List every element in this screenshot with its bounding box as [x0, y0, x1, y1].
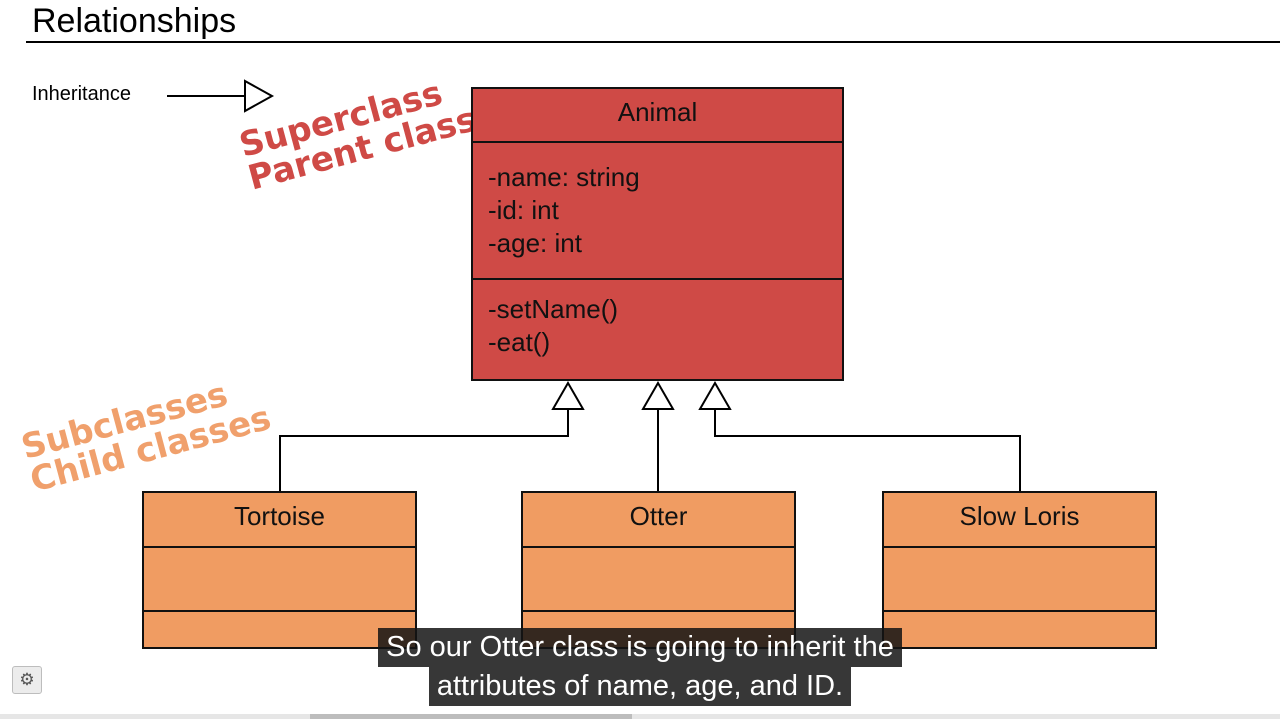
class-name: Otter — [629, 501, 688, 531]
methods-section: -setName() -eat() — [473, 278, 842, 359]
attribute: -id: int — [488, 195, 559, 225]
inheritance-arrowhead-icon — [551, 380, 585, 410]
slow-loris-connector — [714, 409, 1021, 491]
legend-label: Inheritance — [32, 83, 131, 105]
inheritance-arrowhead-icon — [641, 380, 675, 410]
caption-line: So our Otter class is going to inherit t… — [378, 628, 902, 667]
class-name: Animal — [617, 97, 698, 127]
video-caption: So our Otter class is going to inherit t… — [0, 628, 1280, 706]
class-name: Tortoise — [233, 501, 326, 531]
class-box-slow-loris[interactable]: Slow Loris — [882, 491, 1157, 649]
settings-button[interactable]: ⚙ — [12, 666, 42, 694]
video-progress-bar[interactable] — [0, 714, 1280, 719]
attributes-section — [144, 546, 415, 610]
inheritance-arrowhead-icon — [698, 380, 732, 410]
inheritance-arrow-icon — [167, 79, 275, 113]
methods-section — [884, 610, 1155, 612]
method: -setName() — [488, 294, 619, 324]
page-title: Relationships — [32, 2, 237, 40]
attributes-section — [884, 546, 1155, 610]
method: -eat() — [488, 327, 551, 357]
methods-section — [523, 610, 794, 612]
attributes-section: -name: string -id: int -age: int — [473, 141, 842, 278]
methods-section — [144, 610, 415, 612]
class-name: Slow Loris — [959, 501, 1080, 531]
gear-icon: ⚙ — [19, 670, 35, 689]
attribute: -name: string — [488, 162, 640, 192]
tortoise-connector — [279, 409, 569, 491]
attributes-section — [523, 546, 794, 610]
progress-fill — [310, 714, 632, 719]
title-divider — [26, 41, 1280, 43]
class-box-animal[interactable]: Animal -name: string -id: int -age: int … — [471, 87, 844, 381]
attribute: -age: int — [488, 228, 582, 258]
caption-line: attributes of name, age, and ID. — [428, 667, 852, 706]
class-box-tortoise[interactable]: Tortoise — [142, 491, 417, 649]
class-box-otter[interactable]: Otter — [521, 491, 796, 649]
